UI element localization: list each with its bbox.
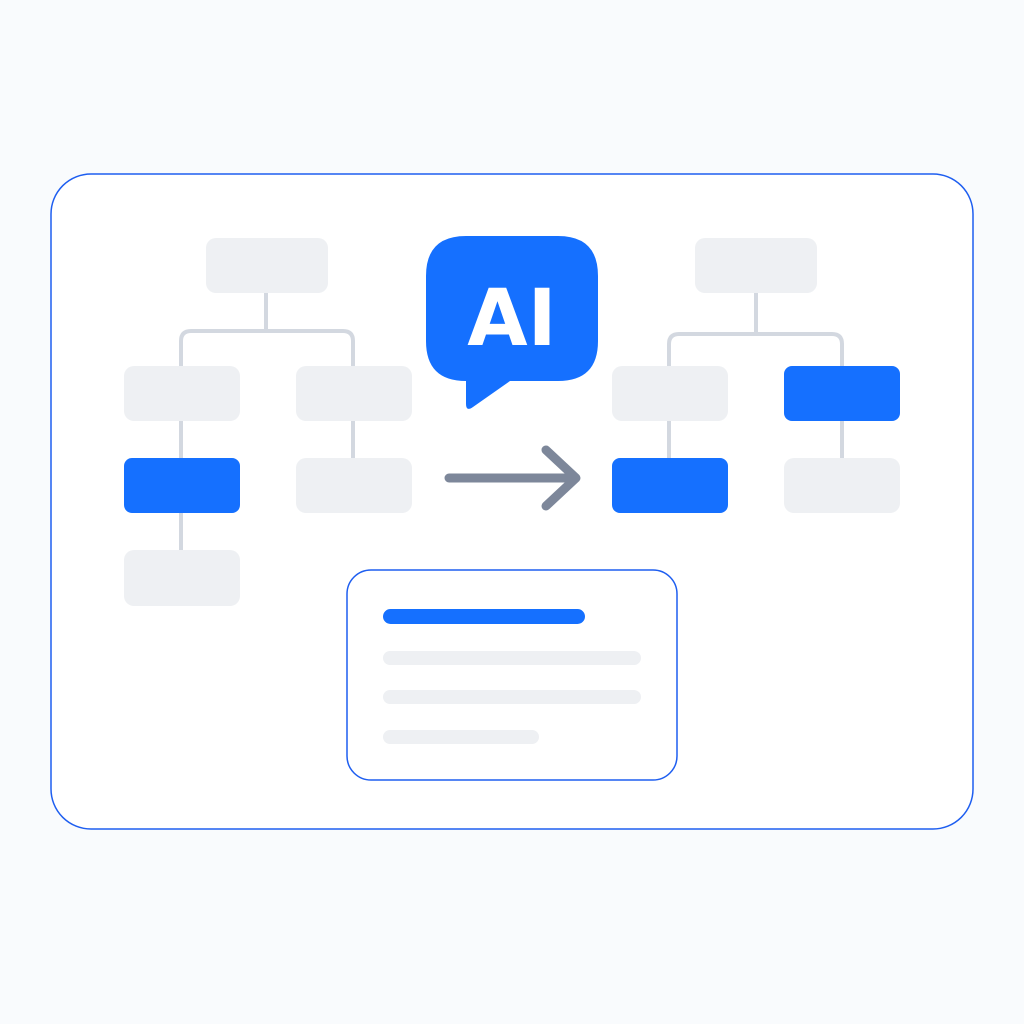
connector (179, 419, 355, 552)
connector (667, 291, 844, 368)
ai-chat-bubble-icon: AI (426, 236, 598, 409)
tree-node (124, 366, 240, 421)
tree-node (612, 366, 728, 421)
card-text-line (383, 690, 641, 704)
right-tree-nodes (612, 238, 900, 513)
left-tree-nodes (124, 238, 412, 606)
tree-node (296, 366, 412, 421)
tree-node-highlighted (612, 458, 728, 513)
card-text-line (383, 730, 539, 744)
tree-node (206, 238, 328, 293)
right-tree (667, 291, 844, 460)
tree-node (784, 458, 900, 513)
card-title-line (383, 609, 585, 624)
connector (667, 419, 844, 460)
ai-label: AI (467, 274, 556, 364)
frame (50, 173, 974, 830)
tree-node (124, 550, 240, 606)
tree-node (296, 458, 412, 513)
card-text-line (383, 651, 641, 665)
tree-node (695, 238, 817, 293)
arrow-right-icon (444, 445, 581, 511)
tree-node-highlighted (784, 366, 900, 421)
left-tree (179, 291, 355, 552)
summary-card (346, 569, 678, 781)
tree-node-highlighted (124, 458, 240, 513)
connector (179, 291, 355, 368)
